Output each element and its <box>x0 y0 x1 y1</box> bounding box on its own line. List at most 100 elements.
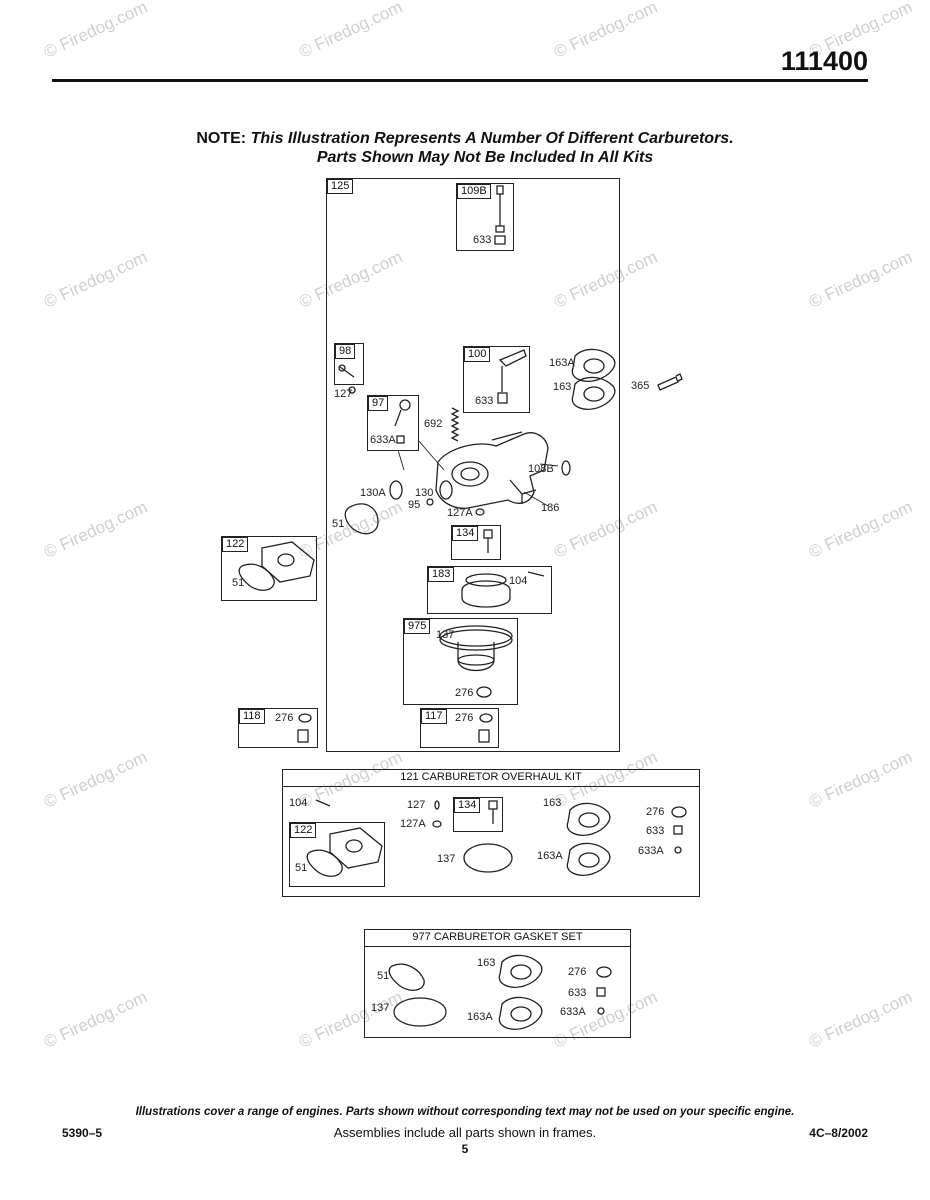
spring-icon <box>450 407 460 442</box>
gasket-icon-130 <box>439 480 453 500</box>
label-633-top: 633 <box>473 234 492 246</box>
kit-label-163A: 163A <box>537 850 563 862</box>
kit-spacer-icon-122 <box>306 827 383 877</box>
footer-center-text: Assemblies include all parts shown in fr… <box>333 1125 597 1140</box>
gasket-set-frame <box>364 929 631 1038</box>
gasket-set-title: 977 CARBURETOR GASKET SET <box>365 929 630 947</box>
label-633A-97: 633A <box>370 434 396 446</box>
kit-oring-icon-276 <box>671 806 687 818</box>
label-117: 117 <box>421 709 447 724</box>
kit-gasket-icon-163 <box>566 802 611 836</box>
kit-label-163: 163 <box>543 797 562 809</box>
float-icon-183 <box>461 571 545 608</box>
label-108B: 108B <box>528 463 554 475</box>
bowl-screw-icon-118 <box>297 713 312 743</box>
spacer-icon-122 <box>238 541 315 591</box>
kit-plug-icon-633A <box>674 846 682 854</box>
kit-label-127: 127 <box>407 799 426 811</box>
label-109B: 109B <box>457 184 491 199</box>
part-number: 111400 <box>780 46 868 76</box>
label-100: 100 <box>464 347 491 362</box>
label-122-left: 122 <box>222 537 249 552</box>
frame-134 <box>451 525 501 560</box>
kit-label-276: 276 <box>646 806 665 818</box>
label-118: 118 <box>239 709 265 724</box>
kit-label-633: 633 <box>646 825 665 837</box>
label-975: 975 <box>404 619 431 634</box>
label-51-center: 51 <box>332 518 345 530</box>
kit-label-122: 122 <box>290 823 317 838</box>
header-rule <box>52 79 868 82</box>
bowl-screw-icon-117 <box>478 713 493 743</box>
label-633-100: 633 <box>475 395 494 407</box>
label-365: 365 <box>631 380 650 392</box>
label-97: 97 <box>368 396 389 411</box>
label-127A-center: 127A <box>447 507 473 519</box>
kit-ring-icon-137 <box>463 843 513 873</box>
frame-117 <box>420 708 499 748</box>
washer-icon-95 <box>426 498 434 506</box>
frame-97 <box>367 395 419 451</box>
set-label-163A: 163A <box>467 1011 493 1023</box>
page-number: 5 <box>461 1142 469 1156</box>
overhaul-frame-134 <box>453 797 503 832</box>
label-134: 134 <box>452 526 479 541</box>
kit-label-633A: 633A <box>638 845 664 857</box>
set-gasket-icon-51 <box>388 963 425 991</box>
frame-109B <box>456 183 514 251</box>
set-label-633A: 633A <box>560 1006 586 1018</box>
frame-98 <box>334 343 364 385</box>
carburetor-body-icon <box>435 431 549 509</box>
label-98: 98 <box>335 344 356 359</box>
label-130: 130 <box>415 487 434 499</box>
frame-100 <box>463 346 530 413</box>
idle-screw-icon <box>338 364 356 394</box>
kit-oring-icon-127A <box>432 820 442 828</box>
note-line-1: This Illustration Represents A Number Of… <box>250 130 734 147</box>
note-label: NOTE: <box>196 130 247 147</box>
set-label-633: 633 <box>568 987 587 999</box>
label-95: 95 <box>408 499 421 511</box>
oring-icon-127A <box>475 508 485 516</box>
jet-icon <box>483 529 493 553</box>
float-bowl-icon-975 <box>439 625 513 698</box>
set-plug-icon-633 <box>596 987 606 997</box>
set-label-276: 276 <box>568 966 587 978</box>
gasket-icon-163 <box>571 376 616 410</box>
kit-gasket-icon-163A <box>566 842 611 876</box>
footer-disclaimer: Illustrations cover a range of engines. … <box>135 1106 795 1118</box>
gasket-icon-163A <box>571 348 616 382</box>
set-label-137: 137 <box>371 1002 390 1014</box>
frame-number-125: 125 <box>327 179 354 194</box>
label-104: 104 <box>509 575 528 587</box>
label-163-top: 163 <box>553 381 572 393</box>
inlet-needle-icon <box>494 185 506 245</box>
label-137: 137 <box>436 629 455 641</box>
kit-pin-icon-104 <box>315 799 331 807</box>
label-183: 183 <box>428 567 455 582</box>
kit-jet-icon-134 <box>488 800 498 824</box>
note-line-2: Parts Shown May Not Be Included In All K… <box>316 149 654 166</box>
set-label-163: 163 <box>477 957 496 969</box>
gasket-icon-51 <box>344 503 379 535</box>
throttle-shaft-icon <box>497 349 527 404</box>
set-oring-icon-276 <box>596 966 612 978</box>
label-276-117: 276 <box>455 712 474 724</box>
label-163A-top: 163A <box>549 357 575 369</box>
overhaul-frame-122 <box>289 822 385 887</box>
set-label-51: 51 <box>377 970 390 982</box>
set-ring-icon-137 <box>393 997 447 1027</box>
label-276-118: 276 <box>275 712 294 724</box>
footer-left-code: 5390–5 <box>62 1126 103 1140</box>
kit-label-127A: 127A <box>400 818 426 830</box>
overhaul-kit-frame <box>282 769 700 897</box>
label-51-left: 51 <box>232 577 245 589</box>
kit-plug-icon-633 <box>673 825 683 835</box>
mixture-screw-icon <box>394 399 411 444</box>
note: NOTE: This Illustration Represents A Num… <box>0 129 930 167</box>
footer-right-code: 4C–8/2002 <box>809 1126 868 1140</box>
washer-icon-108B <box>561 460 571 476</box>
kit-label-137: 137 <box>437 853 456 865</box>
label-130A: 130A <box>360 487 386 499</box>
